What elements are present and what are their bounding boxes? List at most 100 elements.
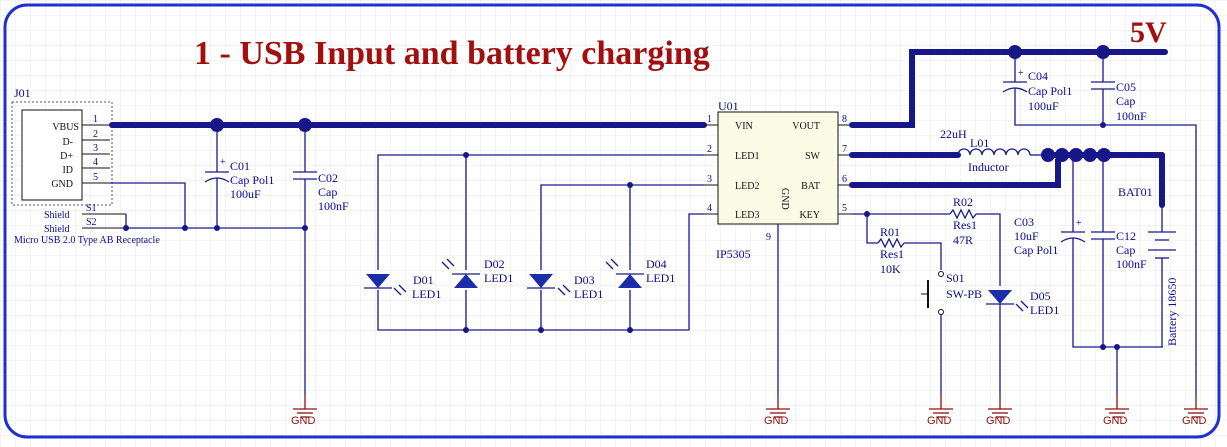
c05-value: 100nF xyxy=(1116,109,1147,123)
resistor-r01: R01 Res1 10K xyxy=(877,225,942,276)
r01-value: 10K xyxy=(880,262,901,276)
l01-value: 22uH xyxy=(940,127,967,141)
bat01-type: Battery 18650 xyxy=(1165,278,1179,346)
led-d01: D01 LED1 xyxy=(364,273,441,301)
ic-pin-num-4: 4 xyxy=(707,203,712,214)
svg-text:+: + xyxy=(220,157,226,168)
usb-pin-num-1: 1 xyxy=(93,114,98,125)
ic-pin-led1: LED1 xyxy=(735,151,759,162)
ic-pin-vin: VIN xyxy=(735,121,753,132)
capacitor-c05: C05 Cap 100nF xyxy=(1091,52,1147,128)
ic-pin-gnd: GND xyxy=(779,188,790,210)
r01-ref: R01 xyxy=(880,225,900,239)
c12-ref: C12 xyxy=(1116,229,1136,243)
ic-pin-num-7: 7 xyxy=(842,144,847,155)
r01-type: Res1 xyxy=(880,247,904,261)
c03-type: Cap Pol1 xyxy=(1014,243,1058,257)
c03-value: 10uF xyxy=(1014,229,1039,243)
gnd-label-d05: GND xyxy=(986,415,1011,427)
ic-pin-bat: BAT xyxy=(801,181,820,192)
d04-type: LED1 xyxy=(646,271,675,285)
led-d05: D05 LED1 xyxy=(986,289,1059,395)
gnd-label-ic: GND xyxy=(764,415,789,427)
ic-pin-num-3: 3 xyxy=(707,174,712,185)
d04-ref: D04 xyxy=(646,257,667,271)
usb-pin-num-2: 2 xyxy=(93,129,98,140)
d02-ref: D02 xyxy=(484,257,505,271)
ic-pin-num-8: 8 xyxy=(842,114,847,125)
ic-pin-num-2: 2 xyxy=(707,144,712,155)
ic-u01: U01 VIN LED1 LED2 LED3 VOUT SW BAT KEY G… xyxy=(704,99,852,261)
ic-pin-led3: LED3 xyxy=(735,210,759,221)
d01-ref: D01 xyxy=(413,273,434,287)
d03-ref: D03 xyxy=(574,273,595,287)
c12-type: Cap xyxy=(1116,243,1135,257)
s01-type: SW-PB xyxy=(946,287,982,301)
sheet-frame xyxy=(3,3,1221,439)
c02-value: 100nF xyxy=(318,199,349,213)
ic-pin-sw: SW xyxy=(805,151,821,162)
c05-type: Cap xyxy=(1116,94,1135,108)
usb-shield-pin-s1: S1 xyxy=(86,203,97,214)
resistor-r02: R02 Res1 47R xyxy=(949,195,1001,286)
usb-pin-gnd: GND xyxy=(51,179,73,190)
ic-pin-key: KEY xyxy=(799,210,820,221)
l01-ref: L01 xyxy=(970,136,989,150)
ic-pin-num-6: 6 xyxy=(842,174,847,185)
inductor-l01: 22uH L01 Inductor xyxy=(940,127,1031,174)
d03-type: LED1 xyxy=(574,287,603,301)
svg-text:+: + xyxy=(1018,68,1024,79)
d01-type: LED1 xyxy=(412,287,441,301)
gnd-label-bat: GND xyxy=(1103,415,1128,427)
c04-value: 100uF xyxy=(1028,99,1059,113)
usb-pin-id: ID xyxy=(62,165,73,176)
c01-value: 100uF xyxy=(230,187,261,201)
led-d03: D03 LED1 xyxy=(527,273,603,301)
pushbutton-s01: S01 SW-PB xyxy=(921,271,982,395)
usb-shield-label-1: Shield xyxy=(44,210,70,221)
usb-pin-num-5: 5 xyxy=(93,172,98,183)
gnd-label-switch: GND xyxy=(927,415,952,427)
ic-pin-num-1: 1 xyxy=(707,114,712,125)
led-d04: D04 LED1 xyxy=(605,257,675,288)
usb-pin-num-4: 4 xyxy=(93,157,98,168)
ic-pin-num-9: 9 xyxy=(766,232,771,243)
usb-pin-vbus: VBUS xyxy=(52,122,79,133)
svg-text:+: + xyxy=(1076,218,1082,229)
l01-type: Inductor xyxy=(968,160,1009,174)
ic-pin-led2: LED2 xyxy=(735,181,759,192)
capacitor-c12: C12 Cap 100nF xyxy=(1091,155,1147,347)
d05-ref: D05 xyxy=(1030,289,1051,303)
usb-description: Micro USB 2.0 Type AB Receptacle xyxy=(14,235,160,246)
ic-pin-vout: VOUT xyxy=(792,121,820,132)
usb-pin-num-3: 3 xyxy=(93,143,98,154)
rail-label-5v: 5V xyxy=(1130,16,1167,49)
capacitor-c03: + C03 10uF Cap Pol1 xyxy=(1014,155,1163,348)
usb-pin-dplus: D+ xyxy=(60,151,73,162)
s01-ref: S01 xyxy=(946,271,965,285)
r02-ref: R02 xyxy=(953,195,973,209)
gnd-label-rail: GND xyxy=(1182,415,1207,427)
ic-part-number: IP5305 xyxy=(716,247,751,261)
c05-ref: C05 xyxy=(1116,80,1136,94)
usb-designator: J01 xyxy=(14,86,31,100)
r02-value: 47R xyxy=(953,233,973,247)
c02-type: Cap xyxy=(318,185,337,199)
usb-connector: J01 VBUS D- D+ ID GND 1 2 3 4 5 Shield S… xyxy=(11,86,160,246)
c02-ref: C02 xyxy=(318,171,338,185)
capacitor-c02: C02 Cap 100nF GND xyxy=(291,125,349,427)
page-title: 1 - USB Input and battery charging xyxy=(194,35,710,72)
c12-value: 100nF xyxy=(1116,257,1147,271)
led-d02: D02 LED1 xyxy=(441,257,513,288)
ic-pin-num-5: 5 xyxy=(842,203,847,214)
c04-ref: C04 xyxy=(1028,69,1048,83)
gnd-label-c02: GND xyxy=(291,415,316,427)
usb-pin-dminus: D- xyxy=(62,137,73,148)
c04-type: Cap Pol1 xyxy=(1028,84,1072,98)
usb-shield-label-2: Shield xyxy=(44,224,70,235)
ic-designator: U01 xyxy=(718,99,739,113)
c01-ref: C01 xyxy=(230,159,250,173)
usb-shield-pin-s2: S2 xyxy=(86,217,97,228)
battery-bat01: BAT01 Battery 18650 xyxy=(1118,185,1179,347)
